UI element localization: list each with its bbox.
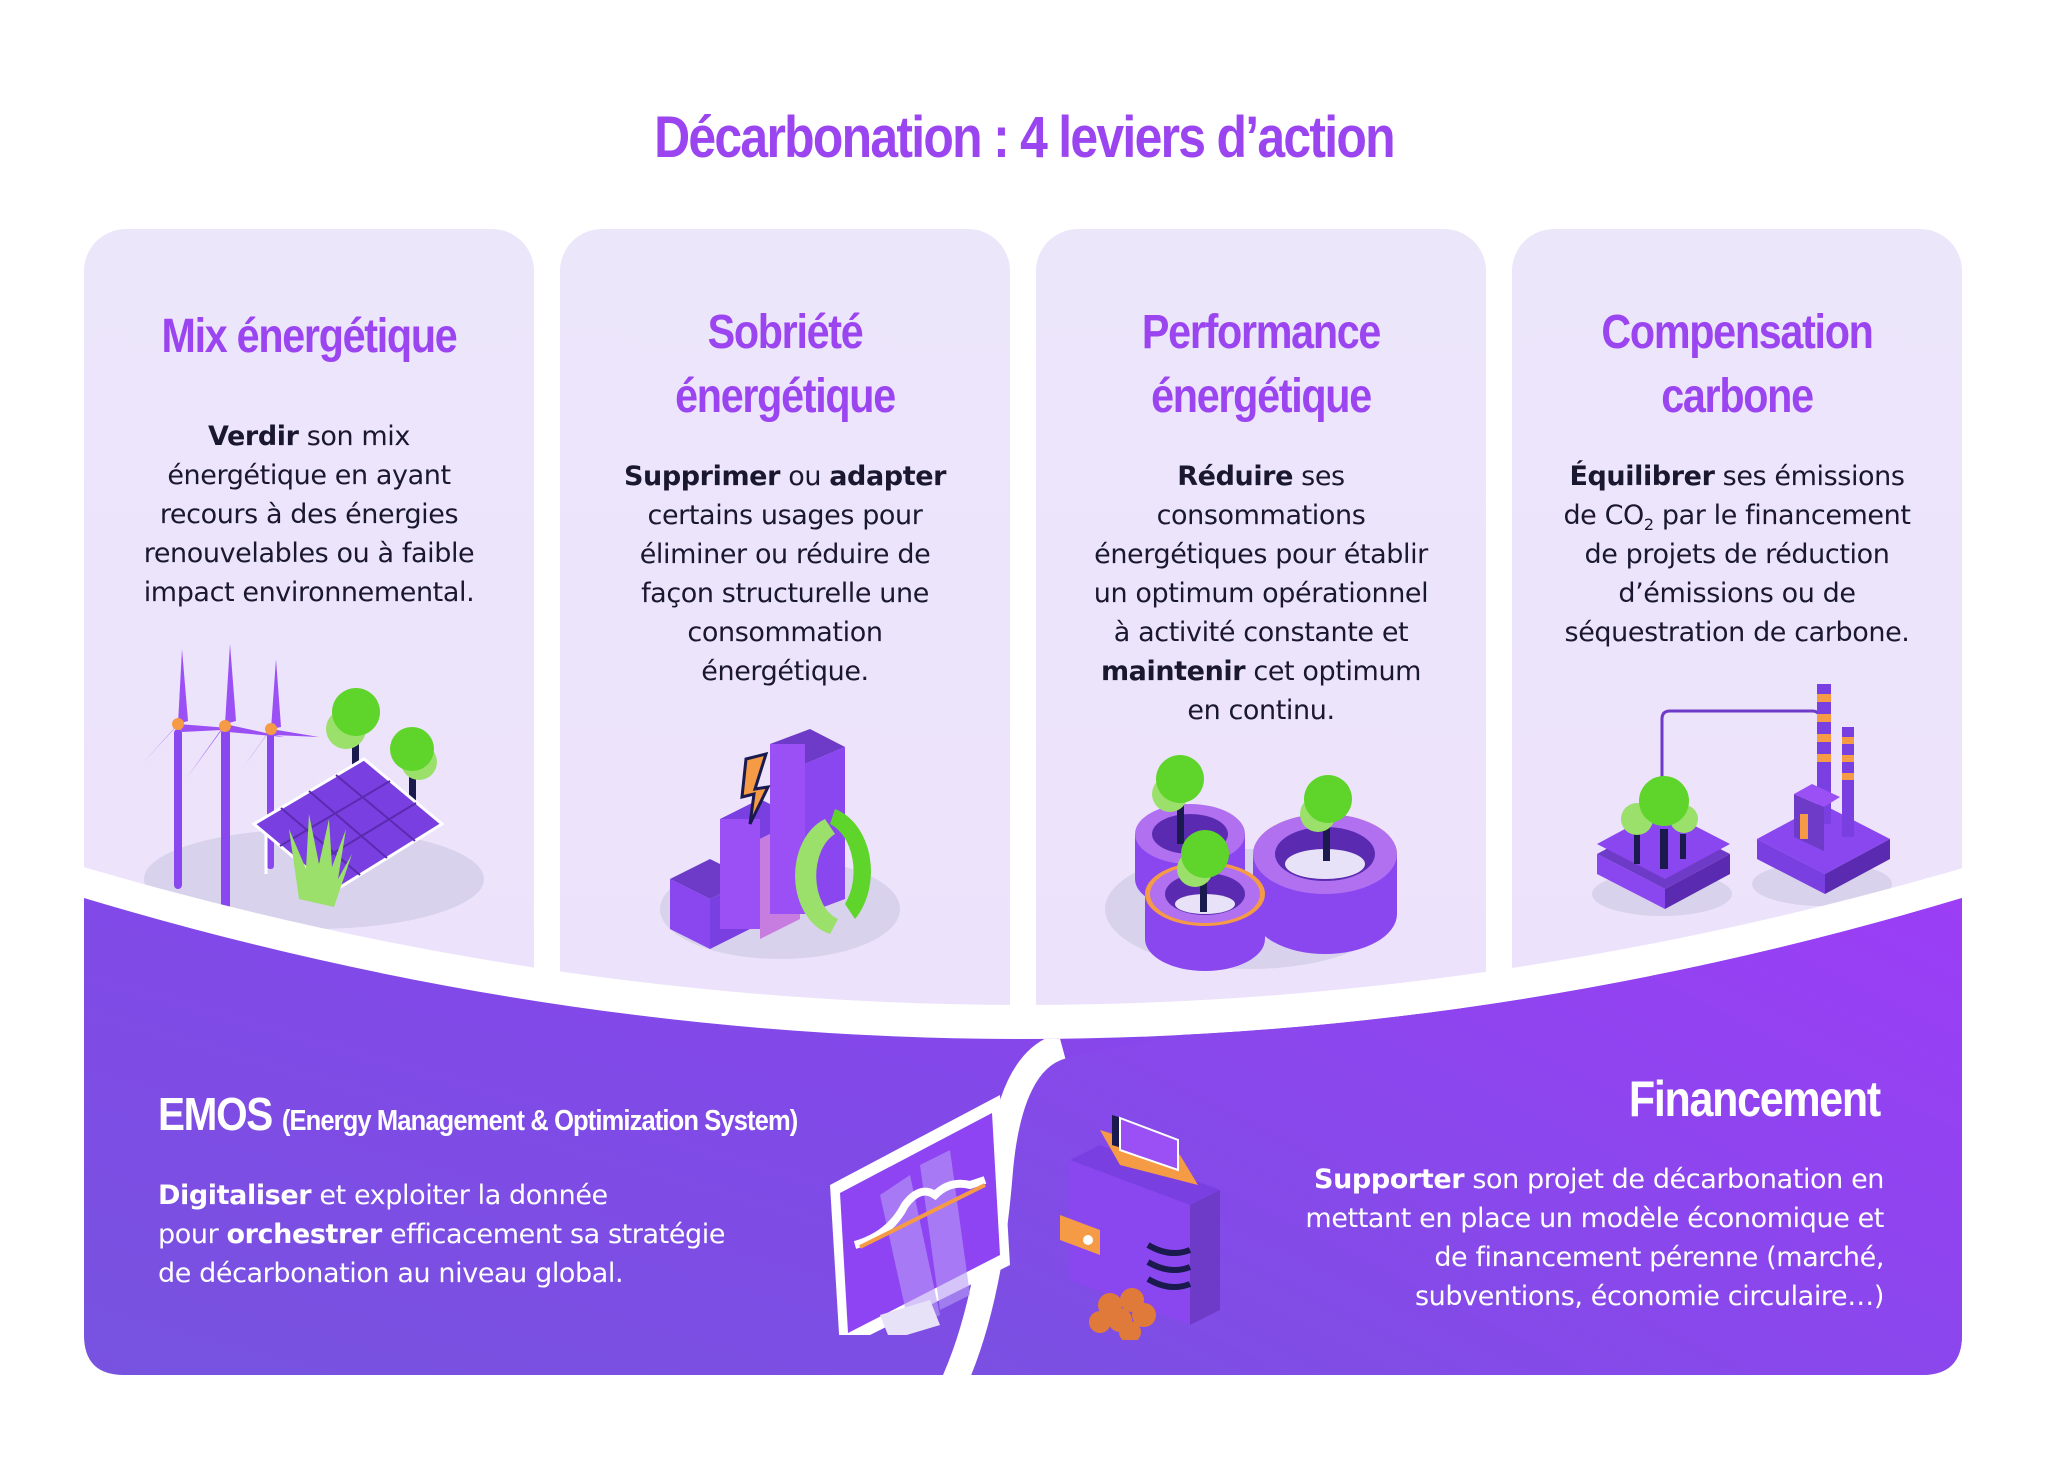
wind-turbines-solar-panel-icon [142, 644, 484, 929]
lever-card-compensation-carbone: Compensation carbone Équilibrer ses émis… [1512, 229, 1962, 1029]
lever-title: Compensation carbone [1601, 306, 1874, 423]
emos-description: Digitaliser et exploiter la donnée pour … [158, 1180, 726, 1289]
lever-description: Équilibrer ses émissions de CO2 par le f… [1563, 461, 1911, 648]
emos-title: EMOS (Energy Management & Optimization S… [158, 1088, 798, 1140]
lever-card-mix-energetique: Mix énergétique Verdir son mix énergétiq… [84, 229, 534, 1029]
monitor-chart-icon [830, 1095, 1010, 1335]
page-title: Décarbonation : 4 leviers d’action [654, 105, 1396, 170]
lever-description: Verdir son mix énergétique en ayant reco… [143, 421, 475, 608]
emos-subtitle: (Energy Management & Optimization System… [281, 1105, 798, 1137]
lever-card-sobriete-energetique: Sobriété énergétique Supprimer ou adapte… [560, 229, 1010, 1029]
trees-factory-icon [1592, 684, 1892, 916]
lever-title: Sobriété énergétique [675, 306, 896, 423]
lever-title: Performance énergétique [1141, 306, 1381, 423]
financement-description: Supporter son projet de décarbonation en… [1305, 1164, 1884, 1312]
lever-description: Réduire ses consommations énergétiques p… [1093, 461, 1429, 726]
lever-title: Mix énergétique [161, 310, 458, 363]
gears-trees-icon [1105, 755, 1397, 971]
financement-title: Financement [1628, 1071, 1881, 1127]
lever-card-performance-energetique: Performance énergétique Réduire ses cons… [1036, 229, 1486, 1029]
wallet-coins-icon [1060, 1115, 1220, 1340]
lever-description: Supprimer ou adapter certains usages pou… [623, 461, 947, 687]
bar-chart-recycle-icon [660, 729, 900, 959]
